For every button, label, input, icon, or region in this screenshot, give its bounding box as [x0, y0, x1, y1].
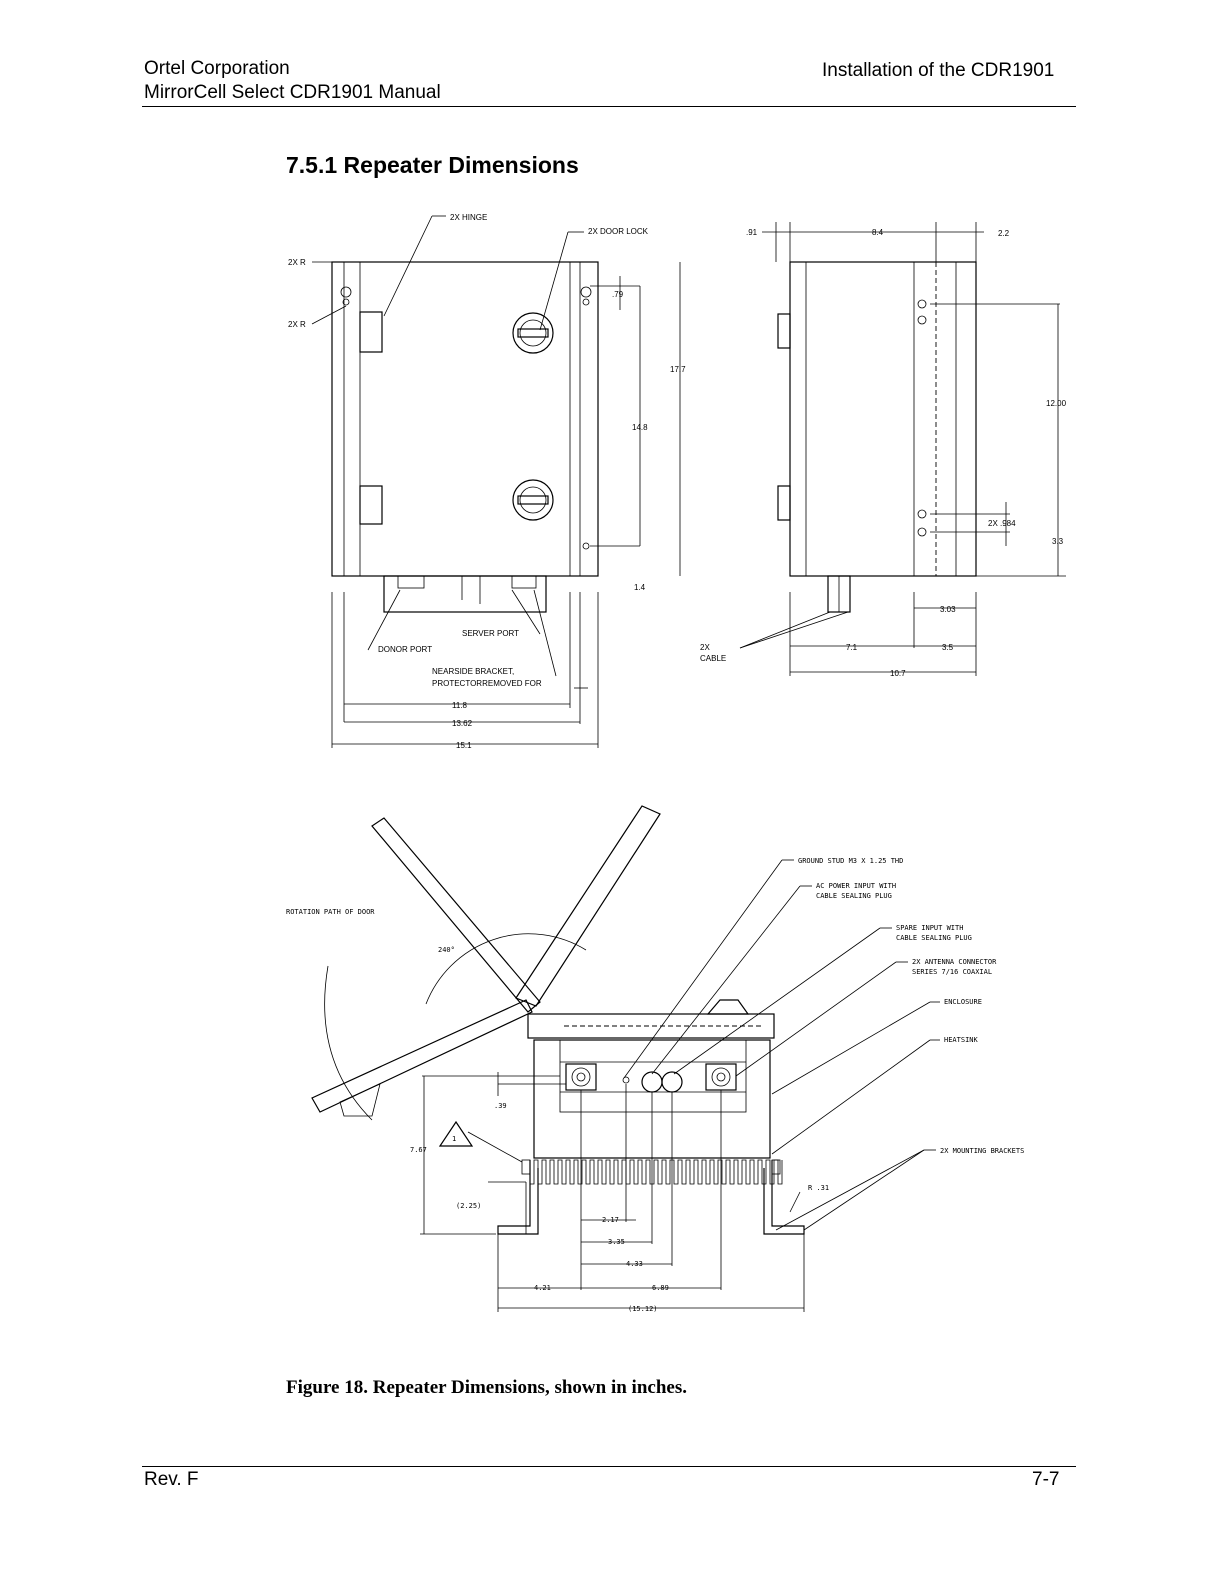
- dim-side-7: 7.1: [846, 643, 858, 652]
- ground-stud-label: GROUND STUD M3 X 1.25 THD: [798, 857, 903, 865]
- heatsink-label: HEATSINK: [944, 1036, 979, 1044]
- header-company: Ortel Corporation: [144, 58, 290, 79]
- nearside-bracket-label: NEARSIDE BRACKET,: [432, 667, 514, 676]
- spare-input-label: SPARE INPUT WITH: [896, 924, 963, 932]
- dim-side-1: 8.4: [872, 228, 884, 237]
- footer-rule: [142, 1466, 1076, 1467]
- dim-front-3: 1.4: [634, 583, 646, 592]
- dim-side-6: 3.03: [940, 605, 956, 614]
- dim-top-6: 3.35: [608, 1238, 625, 1246]
- radius-label-top: 2X R: [288, 258, 306, 267]
- hinge-label: 2X HINGE: [450, 213, 487, 222]
- dim-top-1: .39: [494, 1102, 507, 1110]
- donor-port-label: DONOR PORT: [378, 645, 432, 654]
- header-manual-title: MirrorCell Select CDR1901 Manual: [144, 82, 441, 103]
- door-lock-label: 2X DOOR LOCK: [588, 227, 649, 236]
- spare-input-plug-label: CABLE SEALING PLUG: [896, 934, 972, 942]
- side-view: 2X CABLE .91 8.4 2.2 12.00 2X .984 3.3 3…: [700, 222, 1067, 678]
- footer-revision: Rev. F: [144, 1469, 199, 1490]
- dim-side-3: 12.00: [1046, 399, 1067, 408]
- dim-top-3: (2.25): [456, 1202, 481, 1210]
- dim-side-4: 2X .984: [988, 519, 1016, 528]
- radius-label-bottom: 2X R: [288, 320, 306, 329]
- dim-front-5: 13.62: [452, 719, 473, 728]
- dim-top-4: R .31: [808, 1184, 829, 1192]
- rotation-path-label: ROTATION PATH OF DOOR: [286, 908, 375, 916]
- dim-top-7: 4.33: [626, 1260, 643, 1268]
- dim-side-2: 2.2: [998, 229, 1010, 238]
- dim-side-5: 3.3: [1052, 537, 1064, 546]
- dim-side-9: 10.7: [890, 669, 906, 678]
- footer-page-number: 7-7: [1032, 1469, 1060, 1490]
- dim-side-0: .91: [746, 228, 758, 237]
- cable-label: CABLE: [700, 654, 726, 663]
- mounting-brackets-label: 2X MOUNTING BRACKETS: [940, 1147, 1024, 1155]
- ac-power-label: AC POWER INPUT WITH: [816, 882, 896, 890]
- dim-top-0: 240°: [438, 946, 455, 954]
- dim-front-1: 17.7: [670, 365, 686, 374]
- dim-front-4: 11.8: [452, 701, 468, 710]
- enclosure-label: ENCLOSURE: [944, 998, 982, 1006]
- dim-top-5: 2.17: [602, 1216, 619, 1224]
- server-port-label: SERVER PORT: [462, 629, 519, 638]
- header-section: Installation of the CDR1901: [822, 60, 1055, 81]
- dim-top-10: (15.12): [628, 1305, 658, 1313]
- top-view: 1 ROTA: [286, 805, 1024, 1313]
- antenna-series-label: SERIES 7/16 COAXIAL: [912, 968, 992, 976]
- dim-front-2: 14.8: [632, 423, 648, 432]
- dim-front-6: 15.1: [456, 741, 472, 750]
- front-view: 2X HINGE 2X DOOR LOCK 2X R 2X R SERVER P…: [288, 213, 686, 750]
- protector-removed-label: PROTECTORREMOVED FOR: [432, 679, 542, 688]
- cable-count-label: 2X: [700, 643, 710, 652]
- note-number: 1: [452, 1135, 456, 1143]
- ac-power-plug-label: CABLE SEALING PLUG: [816, 892, 892, 900]
- figure-caption: Figure 18. Repeater Dimensions, shown in…: [286, 1377, 687, 1398]
- header-rule: [142, 106, 1076, 107]
- dim-top-8: 4.21: [534, 1284, 551, 1292]
- dim-top-2: 7.67: [410, 1146, 427, 1154]
- dim-side-8: 3.5: [942, 643, 954, 652]
- dim-top-9: 6.89: [652, 1284, 669, 1292]
- antenna-connector-label: 2X ANTENNA CONNECTOR: [912, 958, 997, 966]
- dim-front-0: .79: [612, 290, 624, 299]
- section-title: 7.5.1 Repeater Dimensions: [286, 152, 579, 178]
